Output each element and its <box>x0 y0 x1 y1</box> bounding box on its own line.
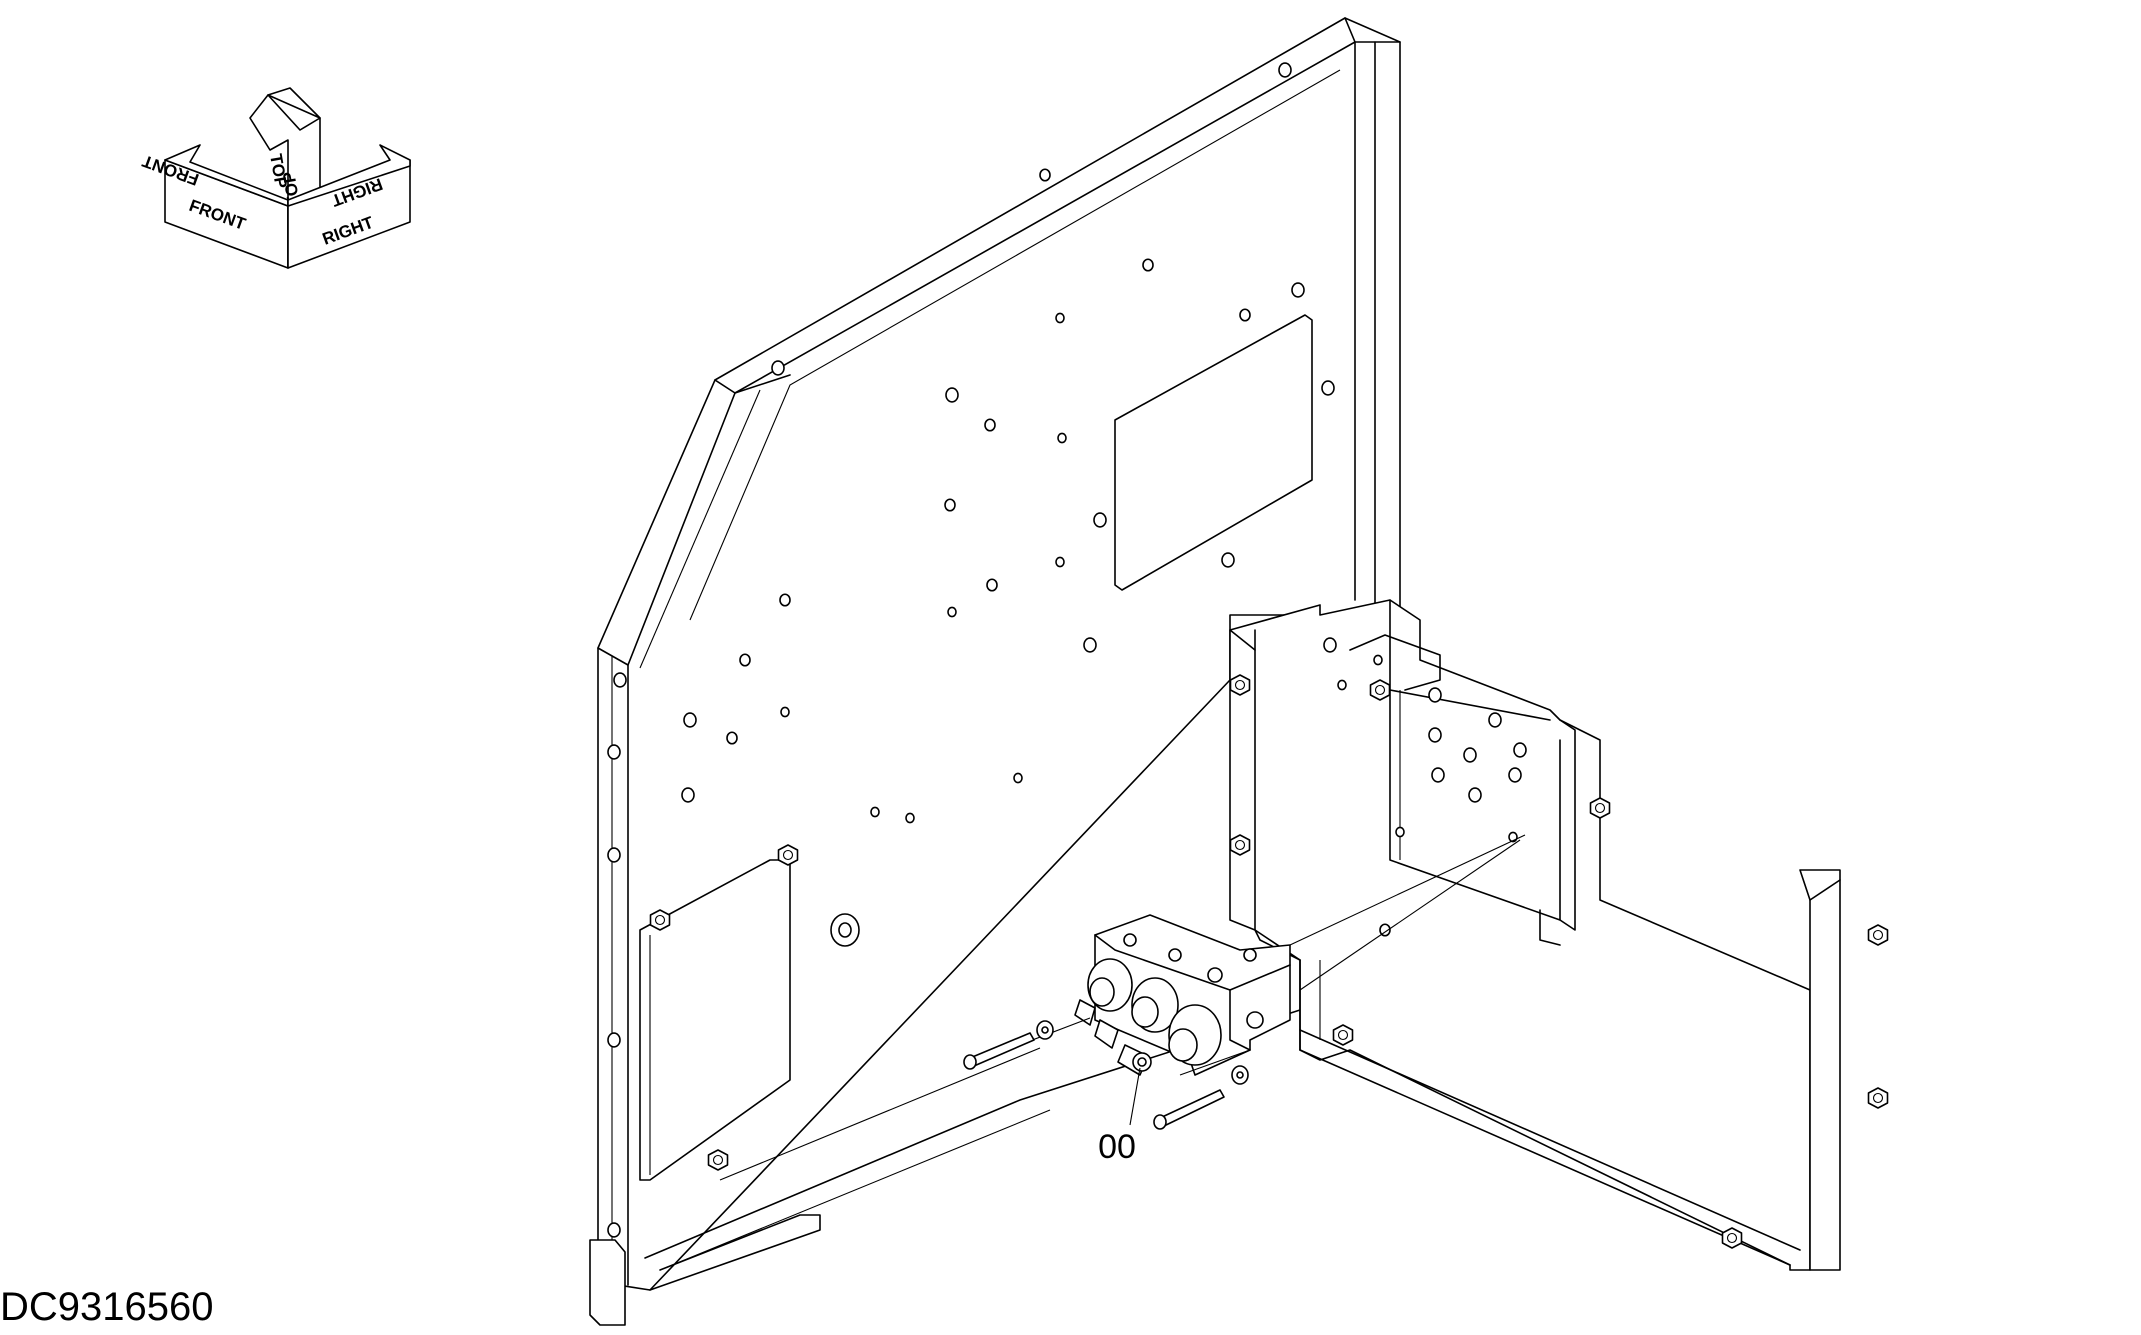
assembly-lines <box>719 834 1526 1181</box>
bolt-6 <box>777 844 799 866</box>
hole-22 <box>683 712 697 728</box>
hole-31 <box>607 1032 621 1048</box>
hole-29 <box>607 744 621 760</box>
hole-5 <box>1291 282 1305 298</box>
solenoid-coil-2 <box>1094 977 1179 1049</box>
hole-28 <box>905 812 915 824</box>
bolt-9 <box>1332 1024 1354 1046</box>
screw-1 <box>963 1032 1035 1070</box>
bolt-10 <box>1721 1227 1743 1249</box>
screw-2 <box>1153 1089 1225 1130</box>
hole-33 <box>1337 679 1347 691</box>
hole-27 <box>870 806 880 818</box>
hole-35 <box>1428 687 1442 703</box>
corner-bracket <box>589 1239 626 1326</box>
orientation-indicator: FRONT FRONT TOP TOP RIGHT RIGHT <box>139 87 411 269</box>
spacer <box>830 913 860 947</box>
hole-2 <box>1039 168 1051 182</box>
hole-16 <box>986 578 998 592</box>
hole-38 <box>1463 747 1477 763</box>
panel-cutout-upper <box>1114 314 1313 591</box>
hole-18 <box>1083 637 1097 653</box>
solenoid-valve-assembly <box>1074 914 1291 1076</box>
hole-37 <box>1428 727 1442 743</box>
solenoid-coil-1 <box>1074 958 1133 1026</box>
bolt-2 <box>1229 834 1251 856</box>
hole-30 <box>607 847 621 863</box>
solenoid-coil-3 <box>1117 1004 1222 1076</box>
bolt-5 <box>1867 1087 1889 1109</box>
bolt-8 <box>707 1149 729 1171</box>
hole-21 <box>613 672 627 688</box>
hole-4 <box>1142 258 1154 272</box>
drawing-number: DC9316560 <box>0 1285 214 1329</box>
mounting-holes <box>607 62 1527 1238</box>
hole-43 <box>1395 826 1405 838</box>
hole-19 <box>779 593 791 607</box>
bolt-3 <box>1589 797 1611 819</box>
hole-42 <box>1508 767 1522 783</box>
hole-32 <box>607 1222 621 1238</box>
sub-panel <box>1229 599 1841 1271</box>
hole-15 <box>1221 552 1235 568</box>
hole-20 <box>739 653 751 667</box>
hole-10 <box>1057 432 1067 444</box>
hole-46 <box>1323 637 1337 653</box>
hole-13 <box>1093 512 1107 528</box>
hole-3 <box>771 360 785 376</box>
hole-41 <box>1468 787 1482 803</box>
hole-23 <box>780 706 790 718</box>
hole-47 <box>1379 923 1391 937</box>
hole-11 <box>1321 380 1335 396</box>
bolt-4 <box>1867 924 1889 946</box>
hole-34 <box>1373 654 1383 666</box>
hole-9 <box>984 418 996 432</box>
hole-6 <box>1239 308 1251 322</box>
hole-8 <box>945 387 959 403</box>
hole-26 <box>681 787 695 803</box>
front-arrow-icon: FRONT FRONT <box>139 144 289 269</box>
callout-00: 00 <box>1098 1067 1141 1166</box>
hole-39 <box>1513 742 1527 758</box>
hole-25 <box>1013 772 1023 784</box>
hole-24 <box>726 731 738 745</box>
bolt-13 <box>1369 679 1391 701</box>
bolt-1 <box>1229 674 1251 696</box>
hole-12 <box>944 498 956 512</box>
hole-17 <box>947 606 957 618</box>
hole-7 <box>1055 312 1065 324</box>
hole-1 <box>1278 62 1292 78</box>
bolt-7 <box>649 909 671 931</box>
hole-40 <box>1431 767 1445 783</box>
hole-36 <box>1488 712 1502 728</box>
panel-cutout-lower <box>639 859 791 1181</box>
right-arrow-icon: RIGHT RIGHT <box>287 144 411 269</box>
loose-screws <box>963 1020 1249 1130</box>
callout-label: 00 <box>1098 1128 1136 1166</box>
hole-14 <box>1055 556 1065 568</box>
